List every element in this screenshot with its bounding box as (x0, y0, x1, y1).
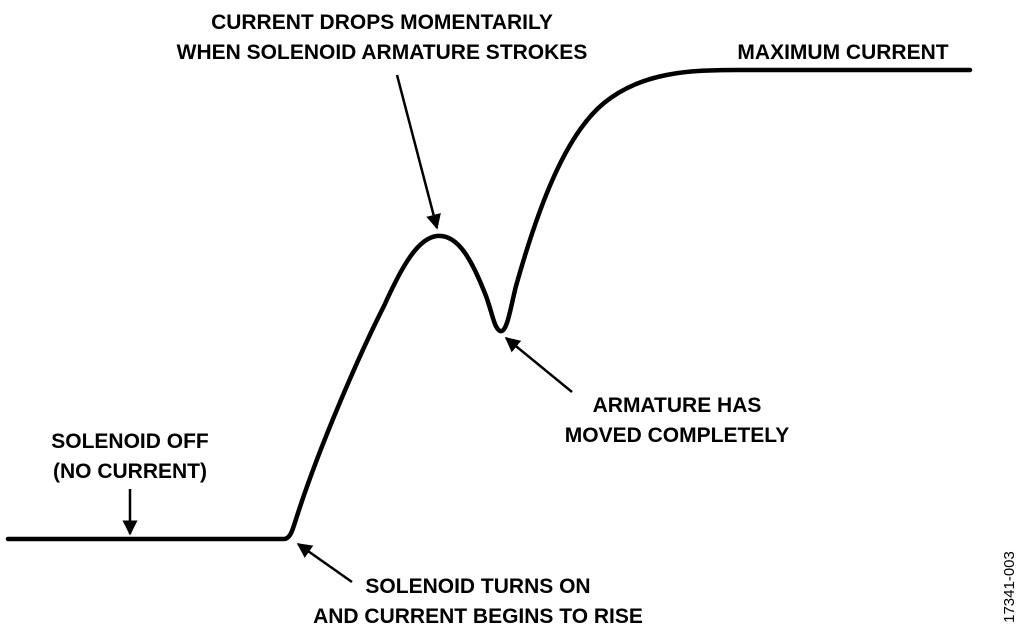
label-solenoid-off-line1: SOLENOID OFF (51, 430, 209, 453)
figure-id: 17341-003 (1001, 551, 1018, 623)
arrow-armature-moved (504, 337, 573, 393)
label-current-drops-line2: WHEN SOLENOID ARMATURE STROKES (177, 41, 588, 64)
label-current-drops-line1: CURRENT DROPS MOMENTARILY (211, 11, 553, 34)
label-armature-moved-line1: ARMATURE HAS (593, 394, 762, 417)
arrow-current-drops (395, 74, 441, 230)
label-armature-moved-line2: MOVED COMPLETELY (565, 424, 789, 447)
current-waveform-curve (5, 67, 973, 542)
label-solenoid-on-line1: SOLENOID TURNS ON (365, 575, 590, 598)
label-solenoid-on-line2: AND CURRENT BEGINS TO RISE (313, 605, 643, 628)
label-maximum-current: MAXIMUM CURRENT (737, 41, 948, 64)
label-solenoid-off-line2: (NO CURRENT) (53, 460, 207, 483)
arrow-solenoid-on (296, 542, 353, 584)
